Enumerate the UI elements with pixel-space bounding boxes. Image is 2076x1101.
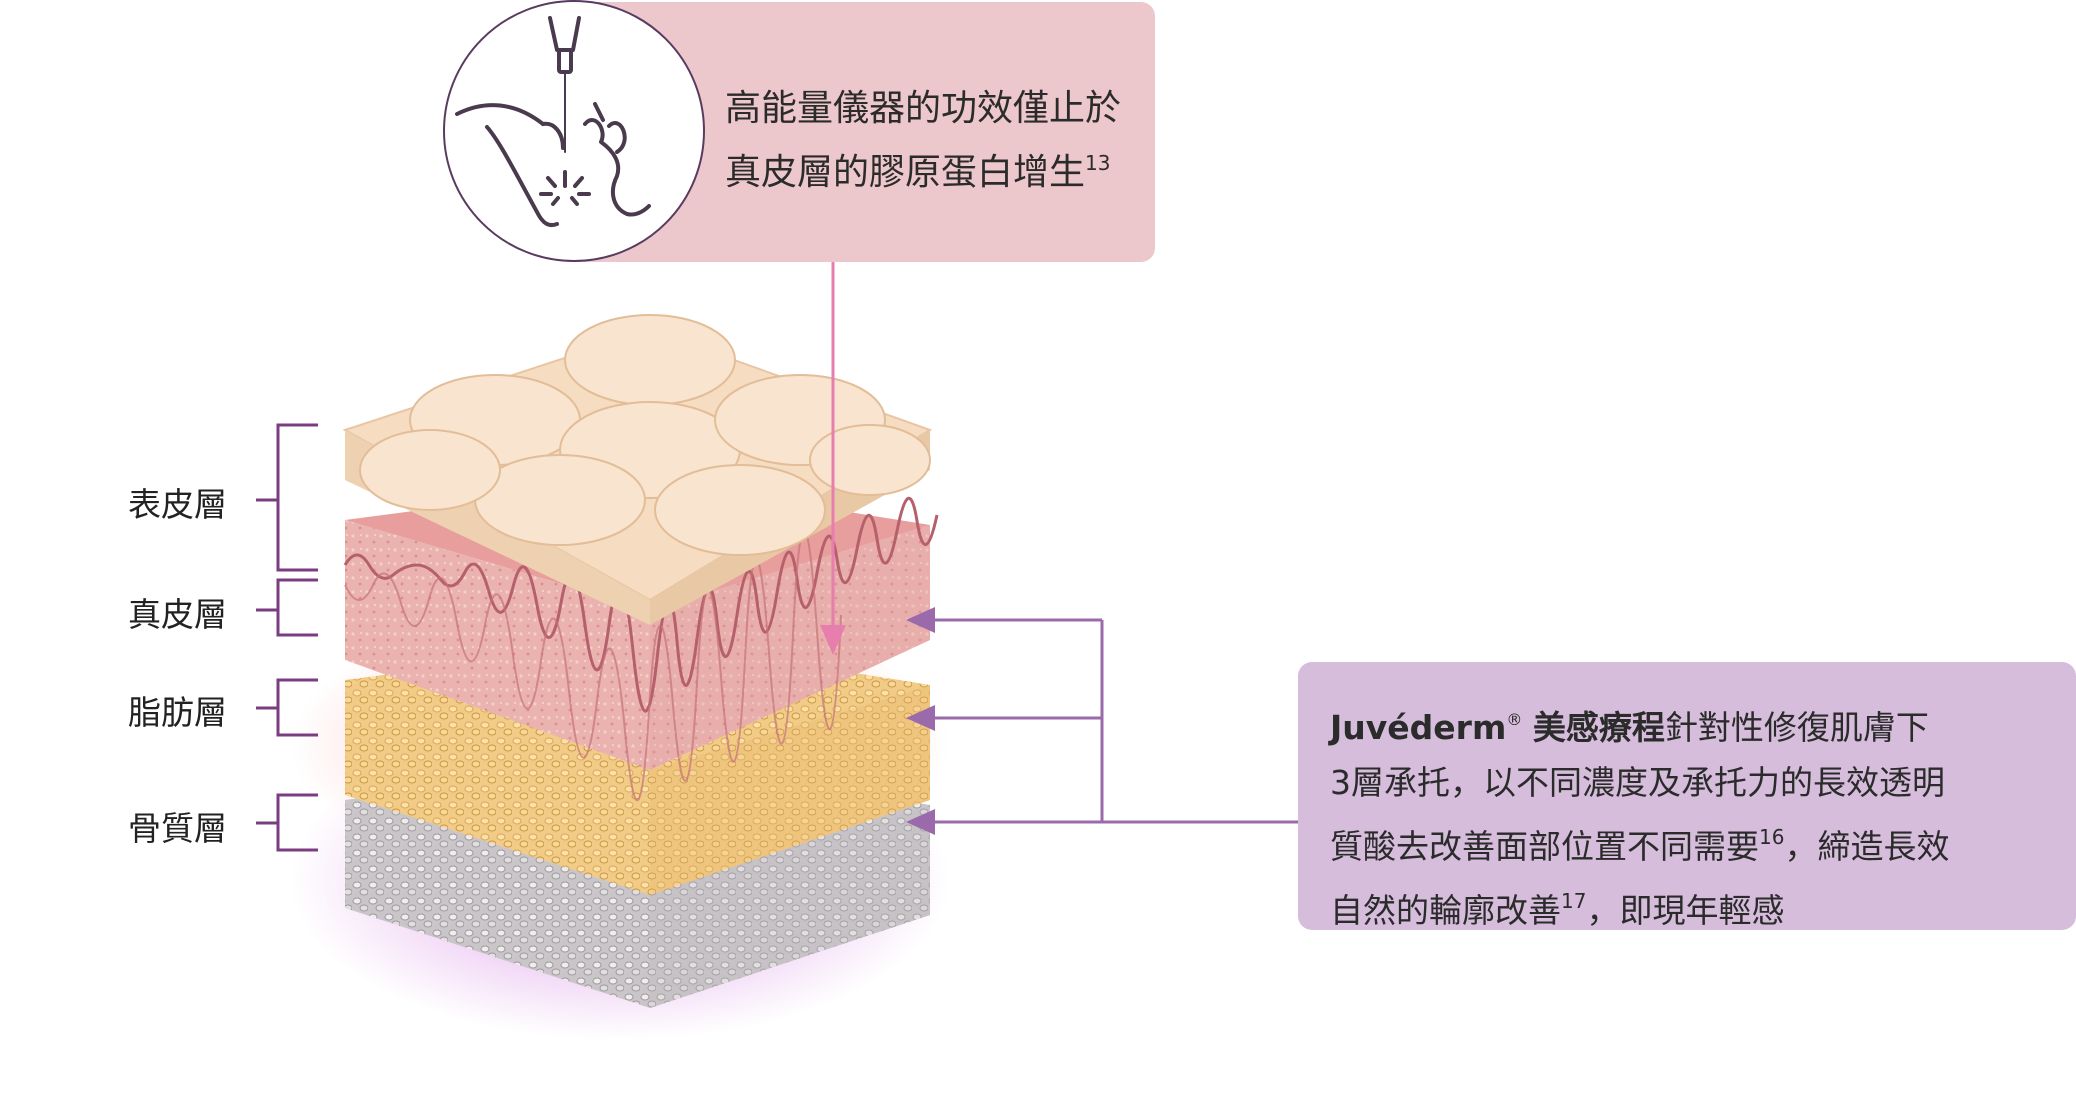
epidermis-layer: [342, 314, 933, 625]
juvederm-line4b: ，即現年輕感: [1586, 891, 1785, 930]
registered-mark: ®: [1506, 710, 1523, 729]
layer-brackets: [256, 423, 318, 852]
device-circle: [443, 0, 705, 262]
juvederm-line3a: 質酸去改善面部位置不同需要: [1330, 827, 1759, 866]
brand-name: Juvéderm: [1330, 708, 1507, 747]
juvederm-ref16: 16: [1759, 825, 1785, 849]
label-epidermis: 表皮層: [128, 485, 227, 524]
needle-face-icon: [455, 16, 651, 228]
label-bone: 骨質層: [128, 809, 227, 848]
energy-device-ref: 13: [1085, 151, 1111, 175]
brand-cn: 美感療程: [1532, 708, 1665, 747]
juvederm-line2: 3層承托，以不同濃度及承托力的長效透明: [1330, 763, 1945, 802]
label-dermis: 真皮層: [128, 595, 227, 634]
juvederm-line1: 針對性修復肌膚下: [1664, 708, 1929, 747]
juvederm-text: Juvéderm® 美感療程針對性修復肌膚下 3層承托，以不同濃度及承托力的長效…: [1330, 692, 2060, 938]
juvederm-ref17: 17: [1561, 889, 1587, 913]
juvederm-callout: Juvéderm® 美感療程針對性修復肌膚下 3層承托，以不同濃度及承托力的長效…: [1298, 662, 2076, 930]
energy-device-line1: 高能量儀器的功效僅止於: [725, 88, 1122, 129]
energy-device-line2: 真皮層的膠原蛋白增生: [725, 152, 1086, 193]
energy-device-text: 高能量儀器的功效僅止於 真皮層的膠原蛋白增生13: [725, 82, 1121, 200]
juvederm-line3b: ，締造長效: [1784, 827, 1950, 866]
label-fat: 脂肪層: [128, 693, 227, 732]
juvederm-line4a: 自然的輪廓改善: [1330, 891, 1561, 930]
pink-arrow: [820, 262, 846, 655]
purple-arrows: [906, 607, 1298, 835]
